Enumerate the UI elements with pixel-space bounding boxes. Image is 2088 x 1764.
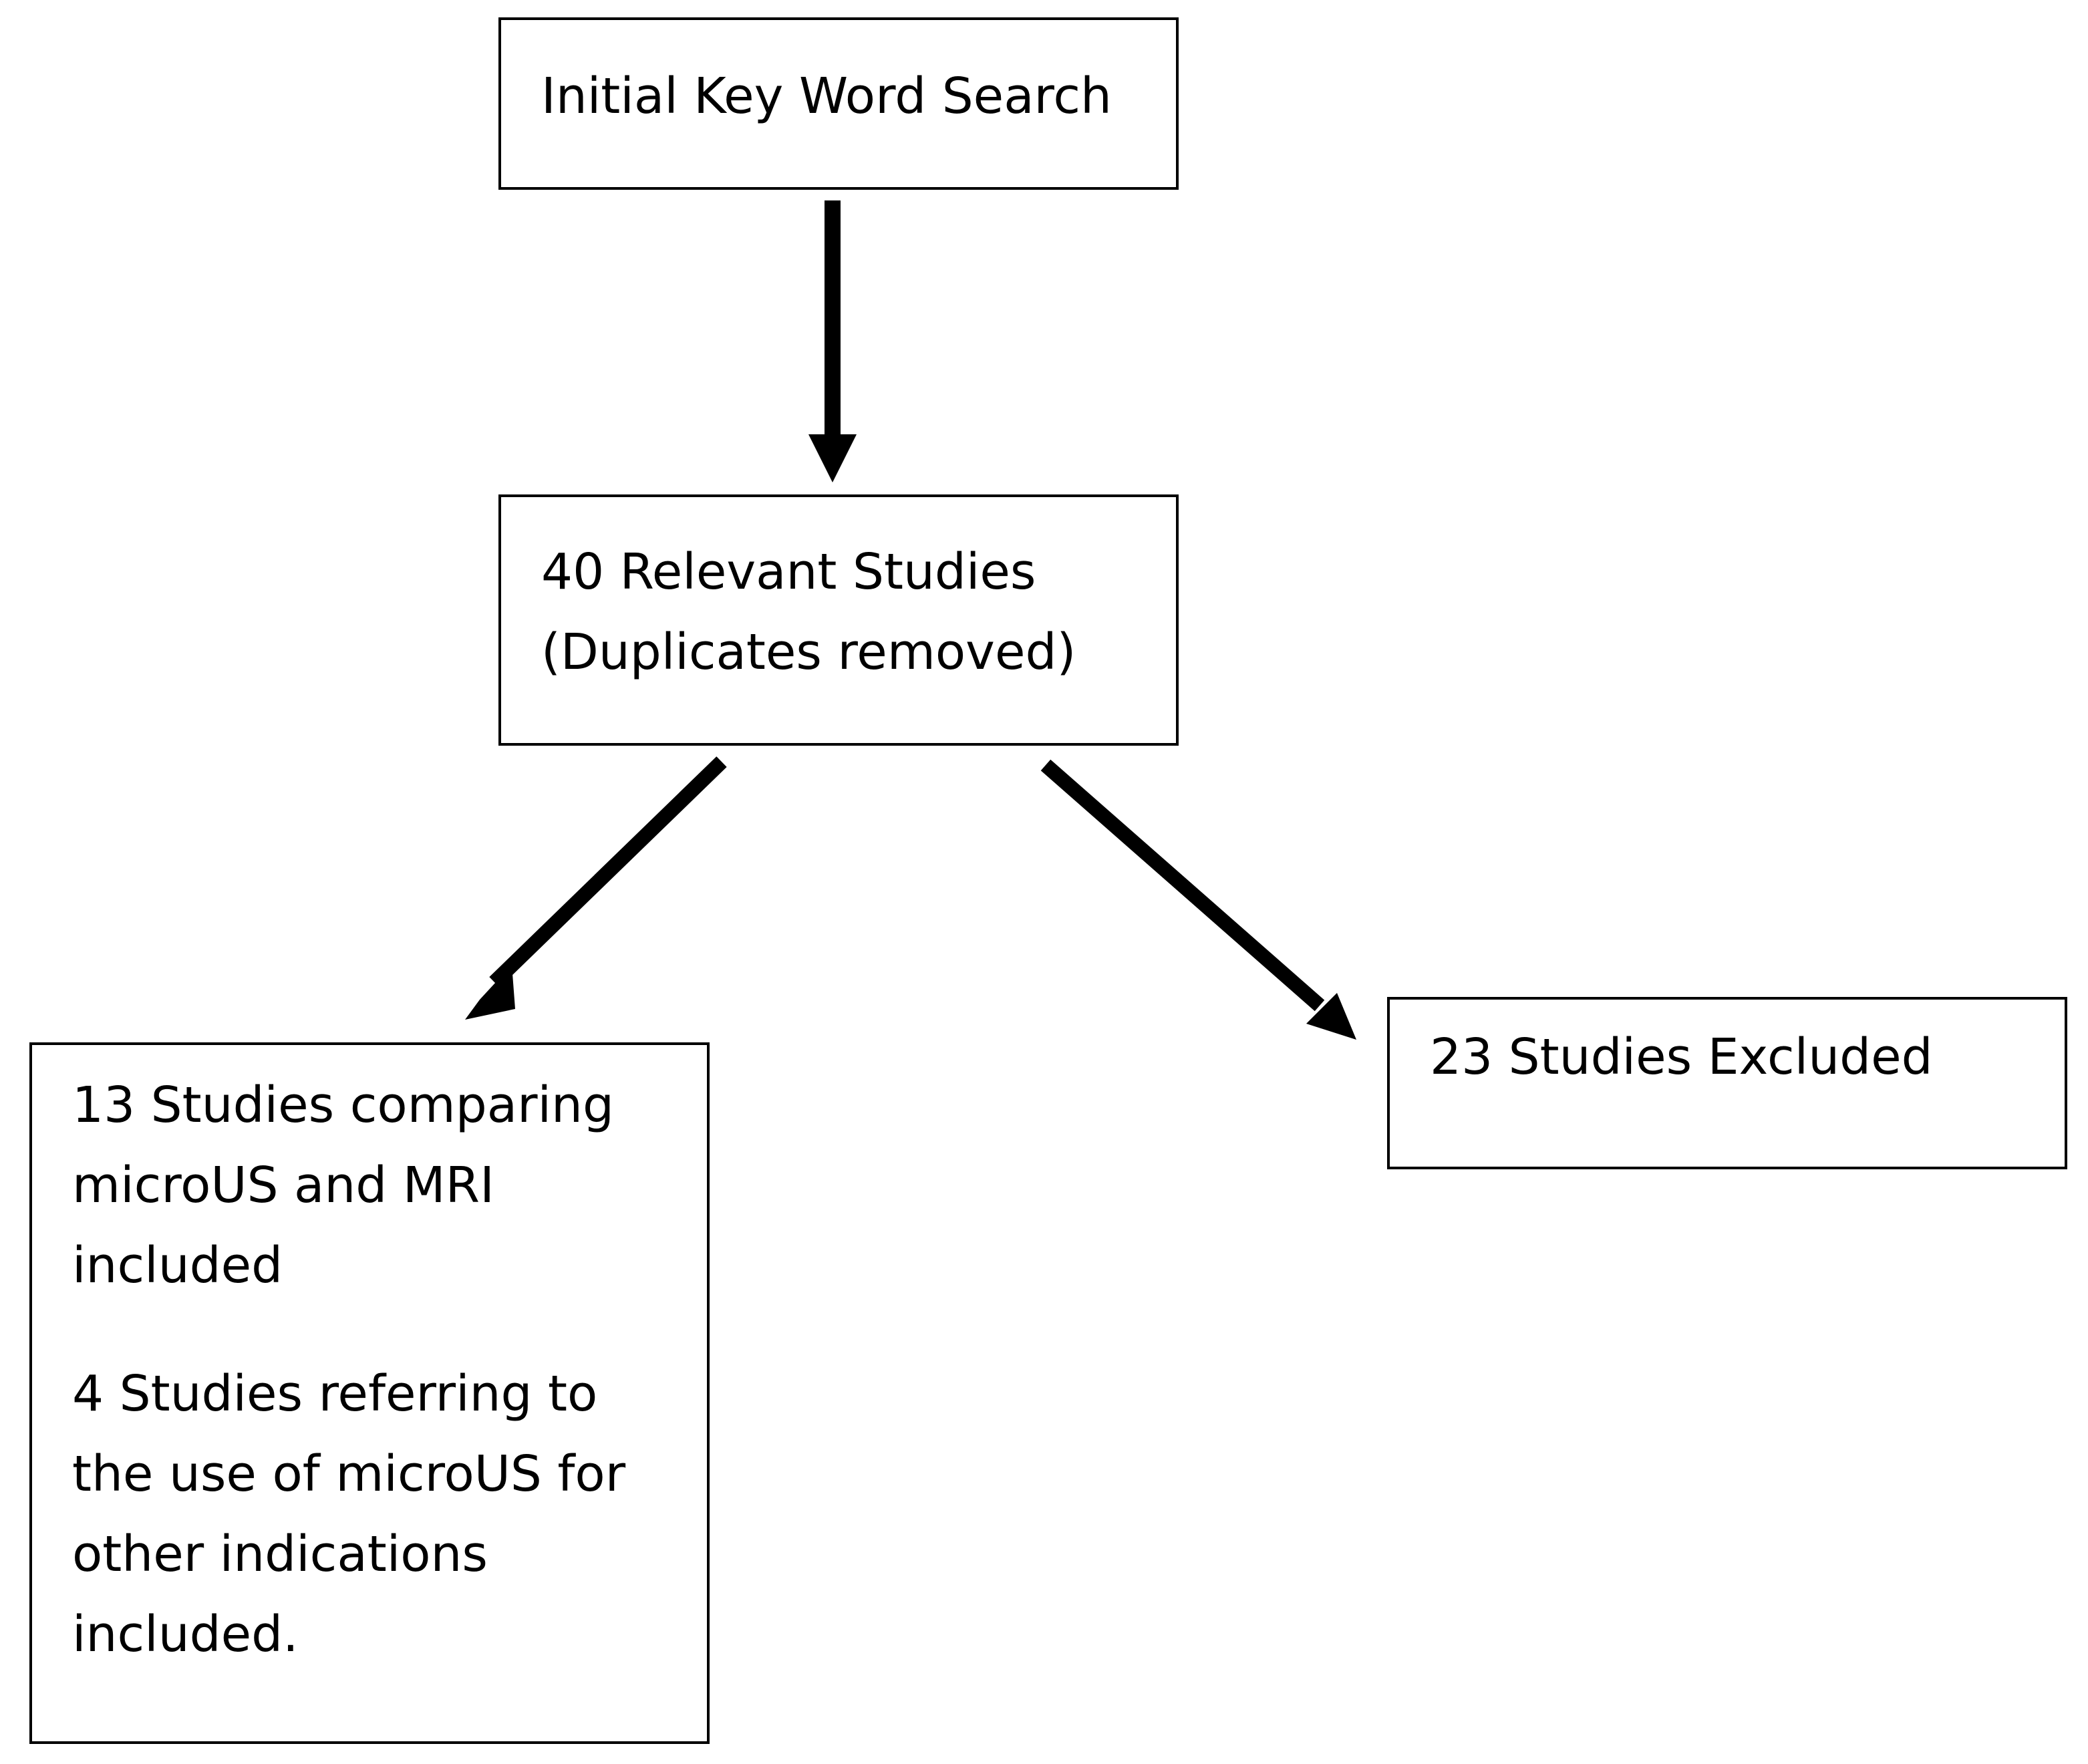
included-p1-line-3: included — [72, 1237, 283, 1294]
arrow-search-to-relevant — [808, 200, 857, 482]
arrow-relevant-to-included — [465, 756, 727, 1020]
box-excluded-studies: 23 Studies Excluded — [1387, 997, 2067, 1169]
included-p2-line-2: the use of microUS for — [72, 1445, 626, 1503]
box-relevant-studies: 40 Relevant Studies (Duplicates removed) — [498, 494, 1179, 746]
box-included-studies: 13 Studies comparing microUS and MRI inc… — [29, 1042, 710, 1744]
box-search-text: Initial Key Word Search — [541, 67, 1112, 125]
included-paragraph-1: 13 Studies comparing microUS and MRI inc… — [72, 1065, 614, 1306]
included-p1-line-1: 13 Studies comparing — [72, 1076, 614, 1134]
included-p2-line-1: 4 Studies referring to — [72, 1365, 598, 1423]
box-relevant-line-2: (Duplicates removed) — [541, 623, 1076, 681]
box-excluded-text: 23 Studies Excluded — [1430, 1028, 1933, 1086]
included-paragraph-2: 4 Studies referring to the use of microU… — [72, 1354, 625, 1674]
included-p1-line-2: microUS and MRI — [72, 1157, 494, 1214]
included-p2-line-4: included. — [72, 1606, 299, 1663]
box-initial-key-word-search: Initial Key Word Search — [498, 17, 1179, 190]
included-p2-line-3: other indications — [72, 1525, 488, 1583]
arrow-relevant-to-excluded — [1040, 759, 1356, 1040]
box-relevant-line-1: 40 Relevant Studies — [541, 543, 1036, 601]
